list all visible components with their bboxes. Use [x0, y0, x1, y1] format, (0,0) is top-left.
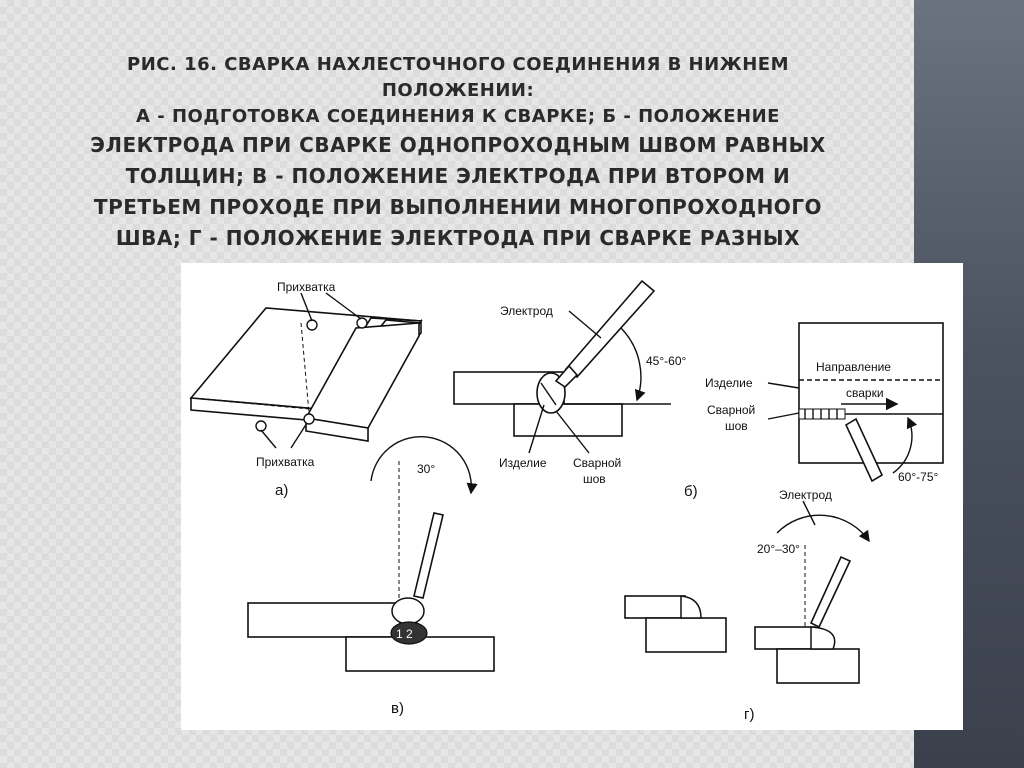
b-angle-label: 45°-60° — [646, 354, 686, 368]
b-angle-arc — [620, 327, 646, 402]
g-right-bead — [810, 626, 836, 650]
g-right-bottom-plate — [776, 648, 860, 684]
plan-direction-label-2: сварки — [846, 386, 884, 400]
b-electrode-leader — [568, 310, 602, 339]
a-tack-4 — [303, 413, 315, 425]
plan-direction-label-1: Направление — [816, 360, 891, 374]
plan-angle-label: 60°-75° — [898, 470, 938, 484]
a-tack-label-top: Прихватка — [277, 280, 336, 294]
g-angle-label: 20°–30° — [757, 542, 800, 556]
g-left-top-plate — [624, 595, 686, 619]
a-tack-1 — [306, 319, 318, 331]
plan-weld-seam — [798, 408, 846, 420]
a-tack-label-bottom: Прихватка — [256, 455, 315, 469]
title-line-3: а - подготовка соединения к сварке; б - … — [136, 106, 780, 127]
g-left-bottom-plate — [645, 617, 727, 653]
title-line-6: третьем проходе при выполнении многопрох… — [93, 195, 823, 219]
v-angle-label: 30° — [417, 462, 435, 476]
b-bead-line — [540, 382, 557, 406]
g-caption: г) — [744, 706, 754, 723]
a-caption: а) — [275, 482, 288, 499]
plan-workpiece-label: Изделие — [705, 376, 753, 390]
g-electrode-leader — [802, 500, 816, 526]
title-line-1: Рис. 16. Сварка нахлесточного соединения… — [127, 54, 789, 75]
title-line-5: толщин; в - положение электрода при втор… — [125, 164, 791, 188]
welding-diagram-svg: Прихватка Прихватка а) Электрод 45°-60° … — [189, 279, 944, 723]
welding-figure: Прихватка Прихватка а) Электрод 45°-60° … — [181, 263, 963, 730]
a-leader-1 — [300, 292, 313, 322]
b-bottom-plate — [513, 403, 623, 437]
plan-weld-label-2: шов — [725, 419, 748, 433]
slide-title: Рис. 16. Сварка нахлесточного соединения… — [60, 52, 856, 254]
b-caption: б) — [684, 483, 698, 500]
a-tack-2 — [356, 317, 368, 329]
g-electrode-label: Электрод — [779, 488, 832, 502]
diagram-b-plan: Изделие Направление сварки Сварной шов 6… — [705, 322, 944, 484]
b-electrode-tip — [554, 364, 579, 389]
title-line-2: положении: — [381, 80, 535, 101]
plan-weld-leader — [767, 412, 800, 420]
plan-electrode — [844, 417, 884, 483]
a-leader-3 — [260, 429, 277, 449]
g-electrode — [809, 555, 852, 629]
g-angle-arc — [776, 514, 870, 543]
b-weld-label-1: Сварной — [573, 456, 621, 470]
diagram-b: Электрод 45°-60° Изделие Сварной шов б) — [453, 279, 698, 500]
a-leader-4 — [290, 422, 308, 449]
plan-workpiece-leader — [767, 382, 800, 389]
b-weld-leader — [555, 410, 590, 454]
v-bead-upper — [391, 597, 425, 625]
v-electrode — [413, 512, 444, 599]
a-tack-3 — [255, 420, 267, 432]
a-hidden-line-2 — [300, 322, 310, 414]
v-pass-label: 1 2 — [396, 627, 413, 641]
diagram-g: Электрод 20°–30° г) — [624, 488, 870, 723]
plan-weld-label-1: Сварной — [707, 403, 755, 417]
b-workpiece-label: Изделие — [499, 456, 547, 470]
a-leader-2 — [325, 292, 362, 320]
g-right-top-plate — [754, 626, 816, 650]
title-line-4: электрода при сварке однопроходным швом … — [90, 133, 826, 157]
v-bead-root — [390, 621, 428, 645]
b-weld-label-2: шов — [583, 472, 606, 486]
diagram-a: Прихватка Прихватка а) — [189, 280, 423, 499]
diagram-v: 30° 1 2 в) — [247, 436, 495, 717]
title-line-7: шва; г - положение электрода при сварке … — [115, 226, 801, 250]
b-electrode — [564, 279, 656, 379]
b-workpiece-leader — [528, 404, 545, 454]
b-electrode-label: Электрод — [500, 304, 553, 318]
plan-angle-arc — [892, 416, 918, 474]
v-caption: в) — [391, 700, 404, 717]
a-upper-plate-front — [305, 417, 369, 442]
v-top-plate — [247, 602, 401, 638]
g-left-bead — [680, 595, 702, 619]
v-angle-arc — [370, 436, 478, 495]
plan-outline — [798, 322, 944, 464]
